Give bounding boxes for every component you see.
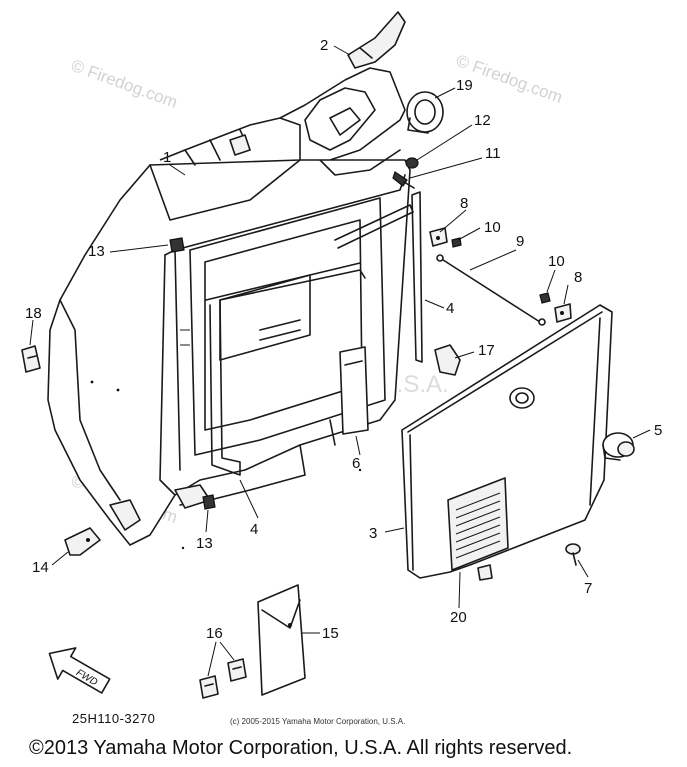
part-20-pad-left [199,675,219,699]
part-13-screw-lower [202,494,216,510]
callout-numbers: 2 1 19 12 11 8 10 9 10 8 4 17 13 18 5 3 … [25,37,662,642]
part-12-nut [405,157,419,169]
part-11-bolt [392,171,415,189]
callout-12: 12 [474,112,491,129]
callout-9: 9 [516,233,524,250]
part-10-screw-upper [451,237,462,248]
part-9-stay-wire [436,254,546,326]
part-16-clip [21,345,41,373]
part-6-strap [339,346,369,435]
part-17-grommet [406,91,444,134]
fwd-arrow-icon: FWD [48,647,111,694]
part-5-knob [602,432,635,461]
part-15-clip [434,344,461,376]
callout-4-right: 4 [446,300,454,317]
callout-13-upper: 13 [88,243,105,260]
watermark-firedog-1: © Firedog.com [69,56,180,112]
part-19-card [257,584,306,696]
part-14-bracket [64,527,101,556]
callout-11: 11 [485,145,501,162]
callout-5: 5 [654,422,662,439]
callout-6: 6 [352,455,360,472]
part-18-label [447,477,509,571]
callout-4-left: 4 [250,521,258,538]
callout-8-lower: 8 [574,269,582,286]
part-20-pad-right [227,658,247,682]
callout-8-upper: 8 [460,195,468,212]
callout-3: 3 [369,525,377,542]
part-8-bracket-lower [554,303,572,323]
part-7-screw [565,543,581,566]
callout-16: 18 [25,305,42,322]
callout-19: 15 [322,625,339,642]
main-cowling [47,67,411,550]
part-8-bracket-upper [429,227,448,247]
callout-14: 14 [32,559,49,576]
part-code: 25H110-3270 [72,711,156,726]
callout-1: 1 [163,149,171,166]
part-10-screw-lower [539,292,551,304]
callout-15: 17 [478,342,495,359]
callout-17: 19 [456,77,473,94]
leader-lines [29,45,651,677]
callout-2: 2 [320,37,328,54]
small-copyright: (c) 2005-2015 Yamaha Motor Corporation, … [230,717,406,726]
part-4-rod-right [334,191,423,363]
callout-10-upper: 10 [484,219,501,236]
callout-7: 7 [584,580,592,597]
callout-18: 20 [450,609,467,626]
callout-10-lower: 10 [548,253,565,270]
part-13-screw-upper [169,237,185,253]
part-2-clip [347,11,406,69]
part-4-handle-left [205,262,366,476]
copyright-notice: ©2013 Yamaha Motor Corporation, U.S.A. A… [29,737,573,759]
callout-13-lower: 13 [196,535,213,552]
callout-20: 16 [206,625,223,642]
